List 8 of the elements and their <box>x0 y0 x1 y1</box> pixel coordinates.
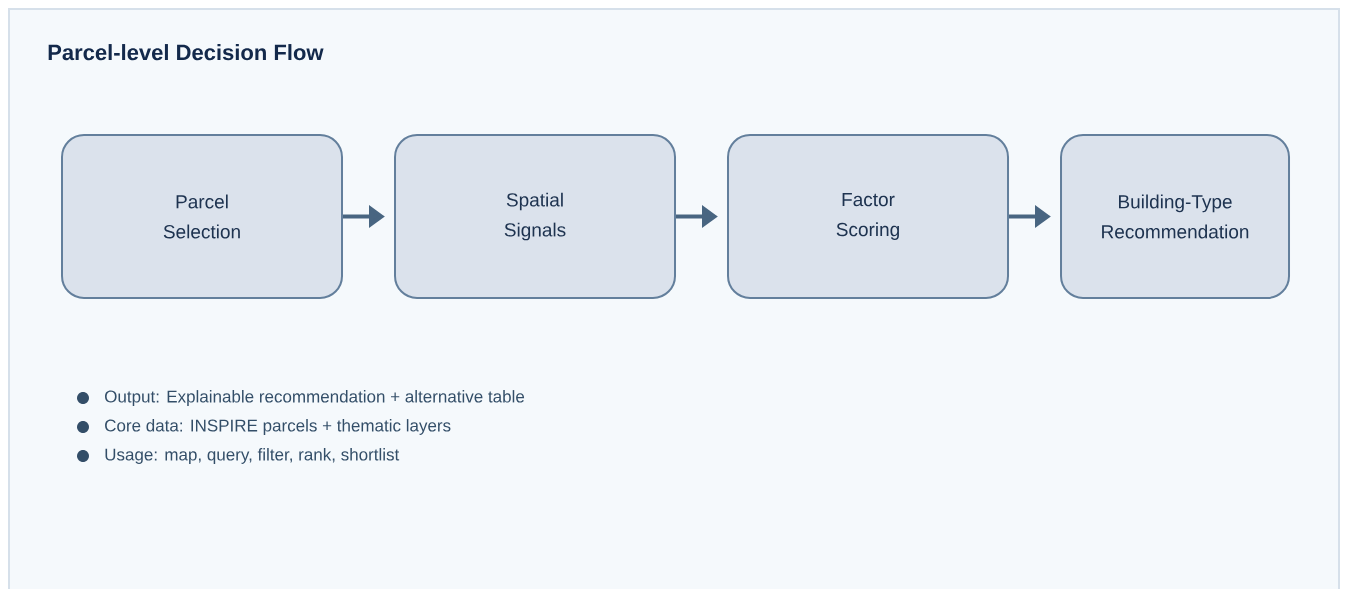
bullet-item: Core data: INSPIRE parcels + thematic layers <box>77 419 451 435</box>
bullet-item: Usage: map, query, filter, rank, shortlist <box>77 448 400 464</box>
title: Parcel-level Decision Flow <box>48 44 324 61</box>
process-box: Building-Type Recommendation <box>1060 134 1290 299</box>
process-box: Factor Scoring <box>727 134 1009 299</box>
process-box: Spatial Signals <box>394 134 676 299</box>
process-box: Parcel Selection <box>61 134 343 299</box>
bullet-item: Output: Explainable recommendation + alternative table <box>77 390 525 406</box>
